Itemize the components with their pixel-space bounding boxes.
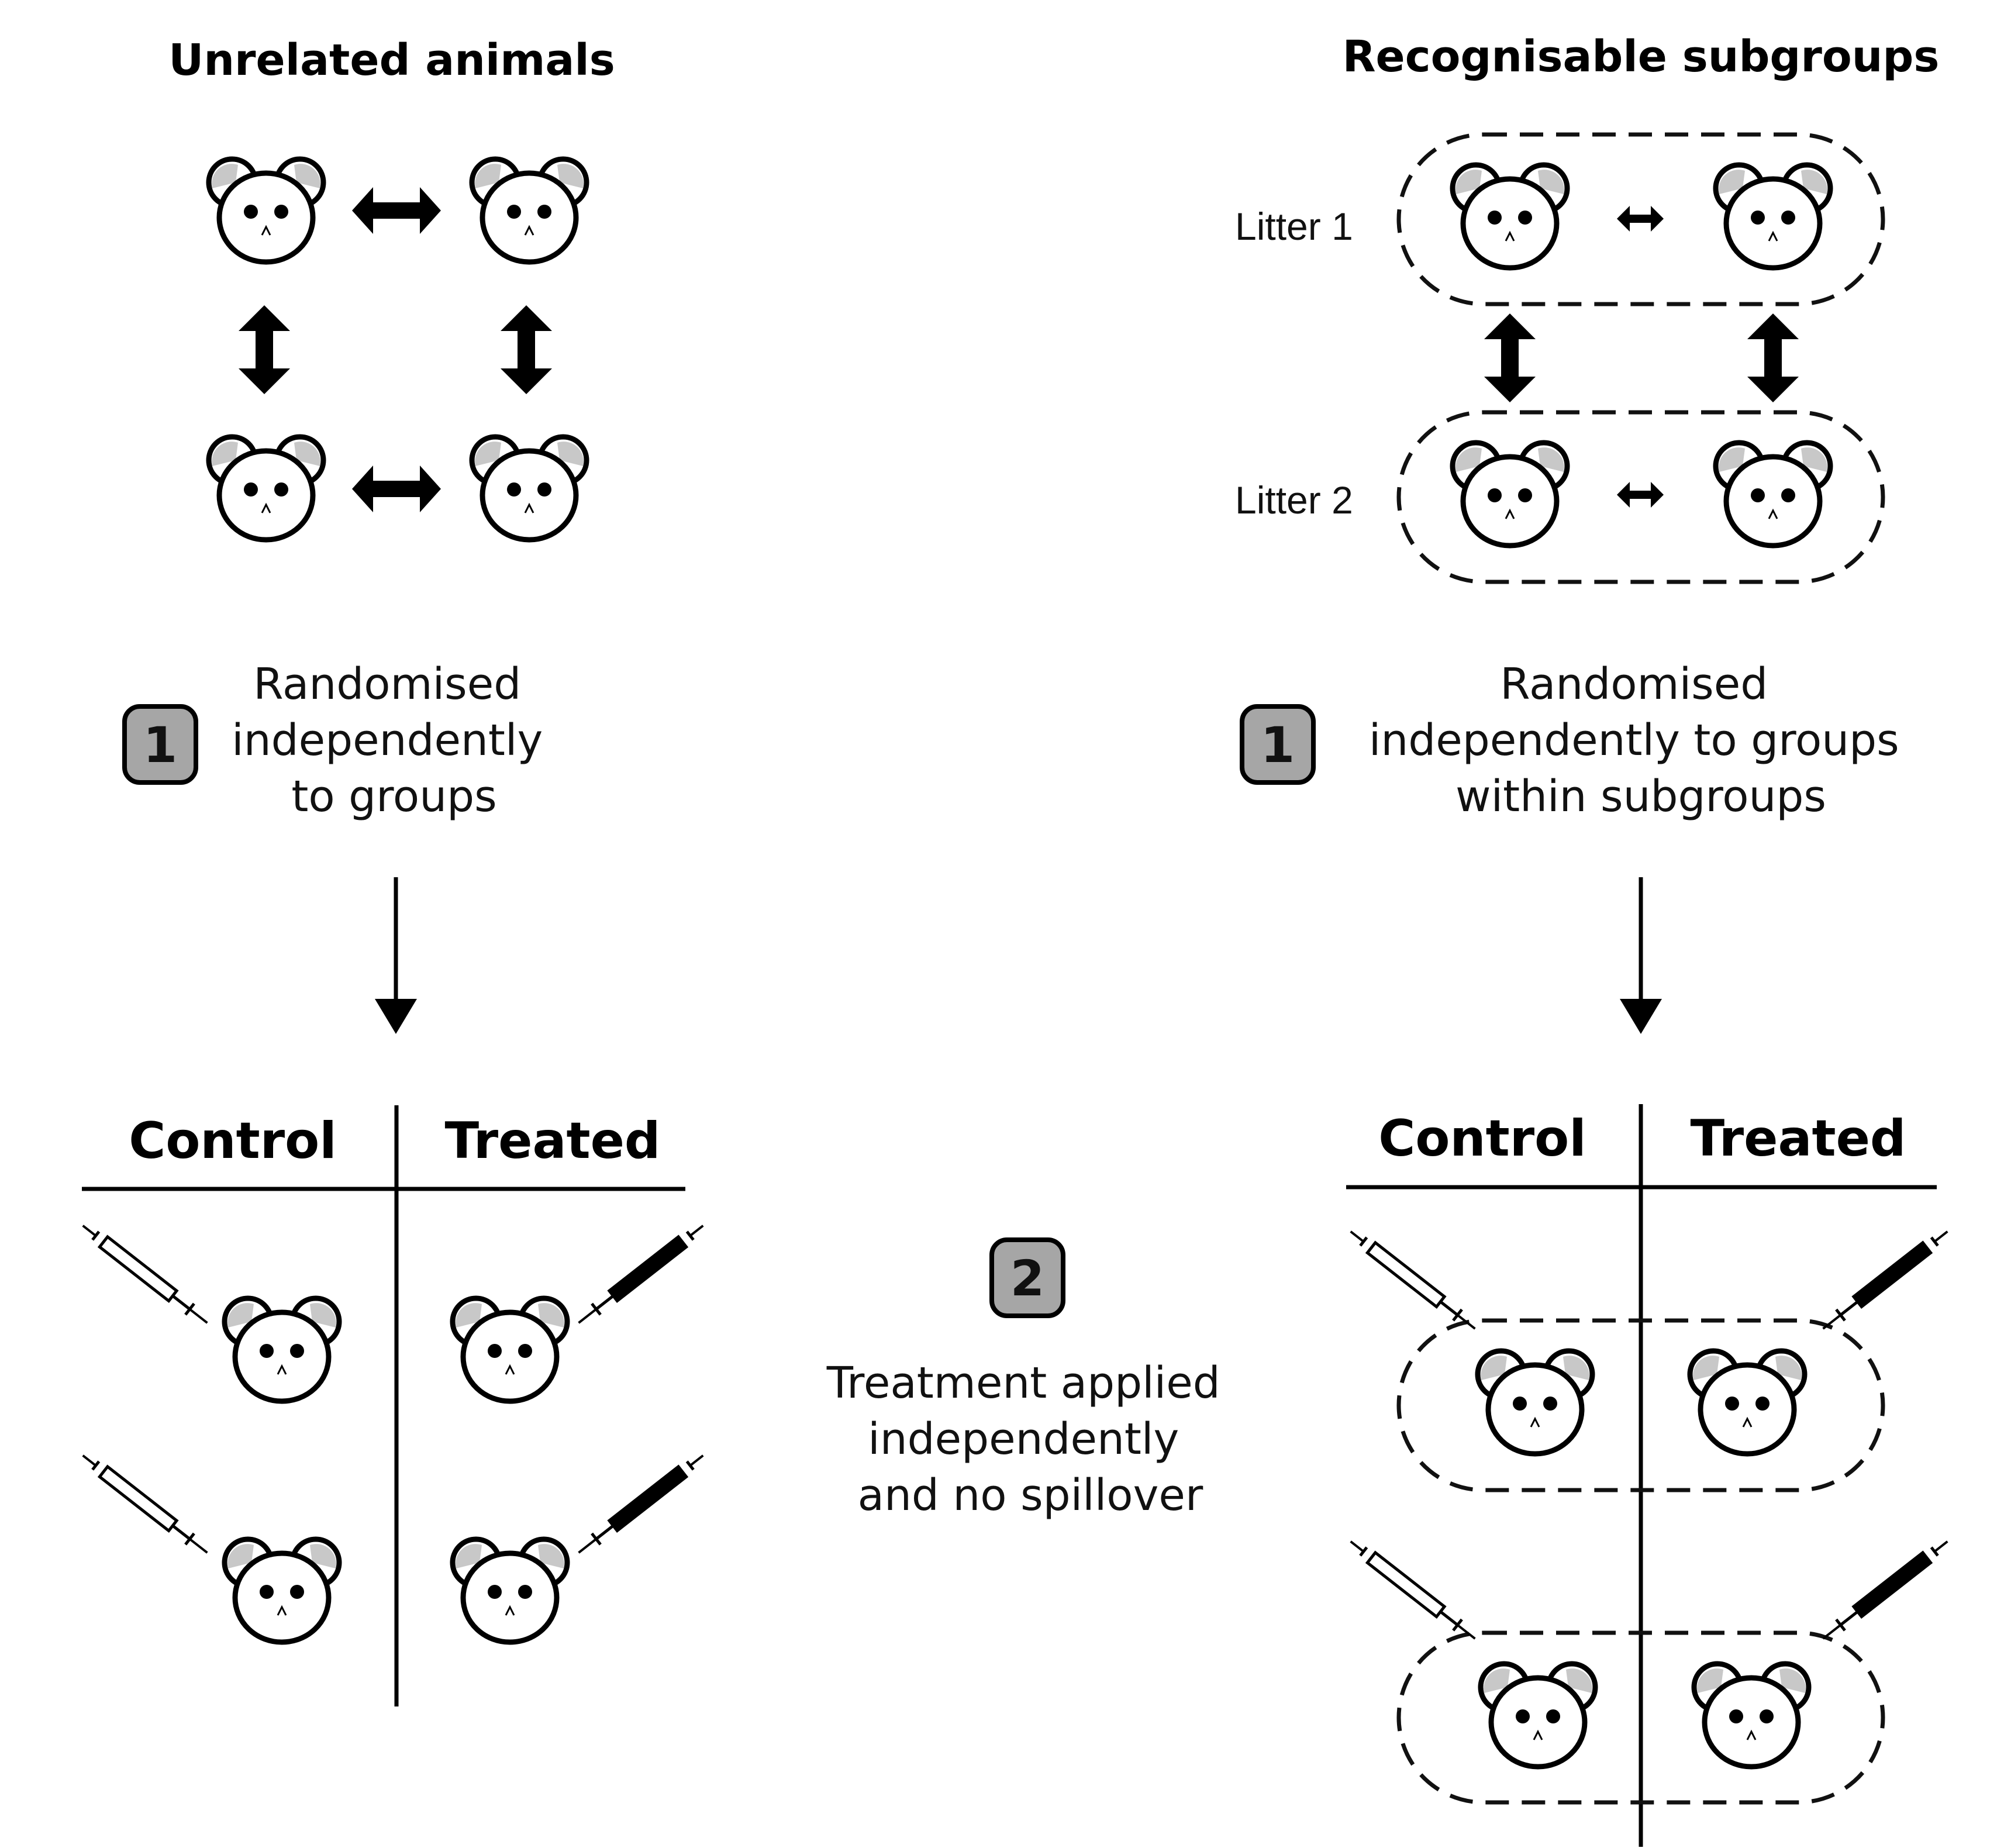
step1-description: Randomised independently to groups: [232, 659, 557, 822]
column-header-treated: Treated: [1691, 1109, 1906, 1168]
syringe-icon: [78, 1450, 212, 1558]
litter-group-outline: [1396, 132, 1885, 306]
mouse-icon: [1716, 165, 1830, 268]
mouse-icon: [453, 1298, 567, 1401]
mouse-icon: [1690, 1351, 1805, 1454]
mouse-icon: [453, 1539, 567, 1642]
mouse-icon: [1453, 165, 1567, 268]
syringe-icon: [574, 1220, 708, 1328]
mouse-icon: [225, 1298, 339, 1401]
mouse-icon: [1694, 1664, 1809, 1767]
down-arrow-icon: [375, 877, 417, 1034]
mouse-icon: [209, 437, 323, 540]
mouse-icon: [1478, 1351, 1592, 1454]
column-header-treated: Treated: [445, 1112, 661, 1170]
mouse-icon: [209, 159, 323, 262]
double-arrow-icon: [352, 466, 441, 512]
left-panel-title: Unrelated animals: [168, 35, 615, 85]
double-arrow-icon: [239, 305, 290, 394]
mouse-icon: [472, 437, 587, 540]
svg-text:2: 2: [1010, 1250, 1044, 1307]
svg-text:1: 1: [143, 716, 177, 774]
right-panel-title: Recognisable subgroups: [1343, 32, 1940, 82]
syringe-icon: [1346, 1226, 1479, 1334]
mouse-icon: [1716, 443, 1830, 546]
step2-description: Treatment applied independently and no s…: [826, 1358, 1234, 1521]
double-arrow-icon: [352, 187, 441, 234]
syringe-icon: [1346, 1536, 1479, 1644]
double-arrow-icon: [1747, 313, 1799, 402]
down-arrow-icon: [1620, 877, 1662, 1034]
double-arrow-icon: [1617, 482, 1664, 508]
step-badge: 1: [1240, 704, 1316, 785]
double-arrow-icon: [1617, 206, 1664, 232]
double-arrow-icon: [1484, 313, 1536, 402]
mouse-icon: [472, 159, 587, 262]
syringe-icon: [78, 1220, 212, 1328]
double-arrow-icon: [501, 305, 552, 394]
litter-group-outline: [1396, 1318, 1885, 1492]
litter2-label: Litter 2: [1235, 478, 1353, 522]
mouse-icon: [225, 1539, 339, 1642]
step1-description: Randomised independently to groups withi…: [1369, 659, 1913, 822]
litter-group-outline: [1396, 1630, 1885, 1805]
mouse-icon: [1481, 1664, 1595, 1767]
column-header-control: Control: [129, 1112, 337, 1170]
step-badge: 1: [122, 704, 198, 785]
syringe-icon: [1819, 1226, 1952, 1334]
svg-text:1: 1: [1261, 716, 1295, 774]
mouse-icon: [1453, 443, 1567, 546]
syringe-icon: [1819, 1536, 1952, 1644]
litter-group-outline: [1396, 410, 1885, 584]
syringe-icon: [574, 1450, 708, 1558]
litter1-label: Litter 1: [1235, 205, 1353, 248]
step-badge: 2: [989, 1237, 1065, 1318]
column-header-control: Control: [1378, 1109, 1586, 1168]
